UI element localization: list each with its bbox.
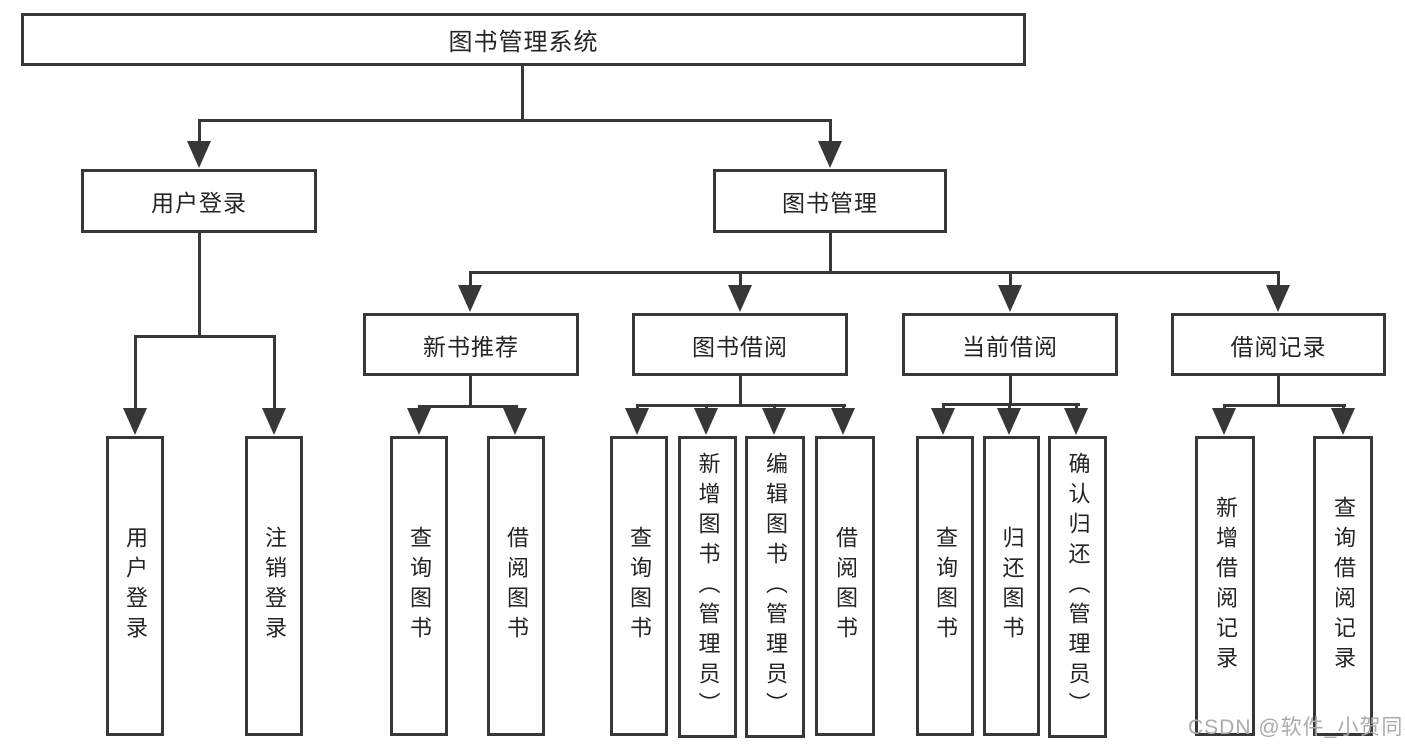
connector-branch — [636, 404, 846, 407]
connector-branch — [1223, 404, 1346, 407]
connector-stem — [134, 335, 137, 413]
arrow-down-icon — [187, 141, 211, 168]
arrow-down-icon — [931, 408, 955, 435]
arrow-down-icon — [458, 285, 482, 312]
arrow-down-icon — [728, 285, 752, 312]
leaf-query-books-borrow-label: 查询图书 — [627, 526, 652, 646]
connector-branch — [134, 335, 276, 338]
arrow-down-icon — [1212, 408, 1236, 435]
arrow-down-icon — [831, 408, 855, 435]
root-node-label: 图书管理系统 — [448, 29, 599, 56]
connector-stem — [273, 335, 276, 413]
leaf-query-borrow-record-label: 查询借阅记录 — [1331, 496, 1356, 676]
connector-stem — [942, 403, 945, 411]
arrow-down-icon — [503, 408, 527, 435]
connector-stem — [1009, 376, 1012, 406]
leaf-return-books: 归还图书 — [983, 436, 1040, 736]
leaf-query-books-recommend: 查询图书 — [390, 436, 448, 736]
leaf-user-login-label: 用户登录 — [123, 526, 148, 646]
leaf-edit-book-admin-label: 编辑图书（管理员） — [763, 452, 788, 722]
arrow-down-icon — [818, 141, 842, 168]
node-current-borrow: 当前借阅 — [902, 313, 1118, 376]
connector-stem — [1009, 271, 1012, 288]
arrow-down-icon — [625, 408, 649, 435]
leaf-borrow-books-recommend-label: 借阅图书 — [504, 526, 529, 646]
arrow-down-icon — [998, 285, 1022, 312]
connector-stem — [198, 231, 201, 338]
arrow-down-icon — [1266, 285, 1290, 312]
connector-stem — [829, 231, 832, 274]
connector-stem — [1277, 376, 1280, 407]
arrow-down-icon — [407, 408, 431, 435]
node-book-borrow-label: 图书借阅 — [692, 333, 788, 360]
connector-stem — [829, 119, 832, 146]
leaf-query-books-recommend-label: 查询图书 — [407, 526, 432, 646]
connector-root-stem — [521, 64, 524, 121]
leaf-user-login: 用户登录 — [106, 436, 164, 736]
leaf-query-books-current: 查询图书 — [916, 436, 974, 736]
leaf-add-book-admin-label: 新增图书（管理员） — [695, 452, 721, 722]
connector-branch — [418, 405, 518, 408]
arrow-down-icon — [762, 408, 786, 435]
arrow-down-icon — [123, 408, 147, 435]
node-book-management: 图书管理 — [713, 169, 947, 233]
node-user-login: 用户登录 — [81, 169, 317, 233]
leaf-add-borrow-record: 新增借阅记录 — [1195, 436, 1255, 736]
node-borrow-records-label: 借阅记录 — [1230, 333, 1327, 360]
leaf-logout-label: 注销登录 — [262, 526, 287, 646]
connector-stem — [739, 376, 742, 407]
connector-stem — [469, 376, 472, 408]
leaf-query-books-borrow: 查询图书 — [610, 436, 668, 736]
connector-stem — [1277, 271, 1280, 288]
node-user-login-label: 用户登录 — [151, 190, 247, 216]
leaf-query-books-current-label: 查询图书 — [933, 526, 958, 646]
node-book-management-label: 图书管理 — [782, 190, 878, 216]
leaf-borrow-books-recommend: 借阅图书 — [487, 436, 545, 736]
root-node: 图书管理系统 — [21, 13, 1026, 66]
node-new-book-recommend: 新书推荐 — [363, 313, 579, 376]
connector-branch — [942, 403, 1080, 406]
connector-root-branch — [198, 119, 832, 122]
leaf-add-book-admin: 新增图书（管理员） — [678, 436, 737, 738]
node-borrow-records: 借阅记录 — [1171, 313, 1386, 376]
leaf-logout: 注销登录 — [245, 436, 303, 736]
arrow-down-icon — [1331, 408, 1355, 435]
arrow-down-icon — [694, 408, 718, 435]
leaf-confirm-return-admin: 确认归还（管理员） — [1048, 436, 1107, 738]
arrow-down-icon — [997, 408, 1021, 435]
leaf-confirm-return-admin-label: 确认归还（管理员） — [1065, 452, 1091, 722]
connector-stem — [469, 271, 472, 288]
leaf-add-borrow-record-label: 新增借阅记录 — [1213, 496, 1238, 676]
arrow-down-icon — [1064, 408, 1088, 435]
leaf-borrow-books: 借阅图书 — [815, 436, 875, 736]
connector-stem — [1008, 403, 1011, 411]
node-current-borrow-label: 当前借阅 — [962, 333, 1058, 360]
leaf-edit-book-admin: 编辑图书（管理员） — [745, 436, 805, 738]
leaf-query-borrow-record: 查询借阅记录 — [1313, 436, 1373, 736]
connector-branch — [469, 271, 1280, 274]
leaf-borrow-books-label: 借阅图书 — [833, 526, 858, 646]
leaf-return-books-label: 归还图书 — [999, 526, 1025, 646]
arrow-down-icon — [262, 408, 286, 435]
node-book-borrow: 图书借阅 — [632, 313, 848, 376]
node-new-book-recommend-label: 新书推荐 — [423, 333, 519, 360]
csdn-watermark: CSDN @软件_小贺同学 — [1188, 716, 1405, 739]
connector-stem — [198, 119, 201, 146]
connector-stem — [739, 271, 742, 288]
connector-stem — [1075, 403, 1078, 411]
